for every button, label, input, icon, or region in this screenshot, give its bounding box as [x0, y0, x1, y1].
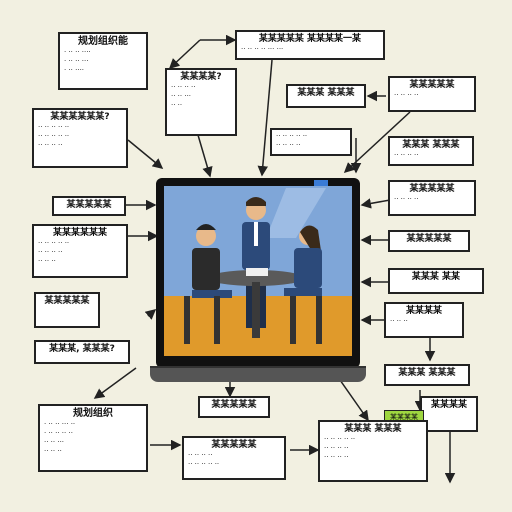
- callout-line: ·· ·· ·· ··: [188, 451, 213, 459]
- callout-box-22: 某某某某某 ·· ·· ·· ·· ·· ·· ·· ·· ··: [182, 436, 286, 480]
- callout-box-9: 某某某某某: [52, 196, 126, 216]
- callout-box-1: 规划组织能 · ·· ·· ···· · ·· ·· ··· · ·· ····: [58, 32, 148, 90]
- callout-line: ·· ··: [171, 101, 183, 109]
- callout-title: 规划组织能: [78, 36, 128, 47]
- callout-line: · ·· ·· ···: [64, 57, 89, 65]
- callout-line: ·· ·· ·· ··: [324, 453, 349, 461]
- callout-title: 某某某某某: [44, 296, 90, 306]
- callout-title: 某某某某某: [211, 440, 257, 450]
- callout-line: ·· ·· ·· ··: [394, 195, 419, 203]
- callout-box-23: 某某某 某某某 ·· ·· ·· ·· ·· ·· ·· ·· ·· ·· ··…: [318, 420, 428, 482]
- callout-box-17: 某某某, 某某某?: [34, 340, 130, 364]
- callout-line: ·· ·· ·· ··: [38, 248, 63, 256]
- callout-title: 某某某某?: [180, 72, 222, 82]
- callout-box-7: ·· ·· ·· ·· ·· ·· ·· ·· ··: [270, 128, 352, 156]
- callout-title: 某某某 某某某: [297, 88, 355, 98]
- callout-title: 某某某某某: [406, 234, 452, 244]
- callout-title: 某某某某某 某某某某一某: [258, 34, 362, 44]
- callout-box-16: 某某某 某某某: [384, 364, 470, 386]
- callout-line: ·· ·· ·· ··: [324, 444, 349, 452]
- callout-title: 某某某某某: [211, 400, 257, 410]
- callout-line: · ·· ·· ····: [64, 48, 91, 56]
- callout-line: ·· ·· ···: [44, 438, 65, 446]
- callout-title: 某某某 某某: [411, 272, 461, 282]
- callout-box-14: 某某某某某: [34, 292, 100, 328]
- callout-line: ·· ·· ·· ··: [276, 141, 301, 149]
- callout-line: · ·· ····: [64, 66, 85, 74]
- callout-line: ·· ·· ·· ·· ··: [188, 460, 220, 468]
- callout-box-8: 某某某 某某某 ·· ·· ·· ··: [388, 136, 474, 166]
- callout-box-18: 某某某某某: [198, 396, 270, 418]
- callout-box-6: 某某某某某某? ·· ·· ·· ·· ·· ·· ·· ·· ·· ·· ··…: [32, 108, 128, 168]
- callout-title: 某某某某某: [66, 200, 112, 210]
- callout-box-12: 某某某某某: [388, 230, 470, 252]
- callout-line: ·· ·· ·· ··: [394, 151, 419, 159]
- laptop-screen: [156, 178, 360, 368]
- callout-box-13: 某某某 某某: [388, 268, 484, 294]
- callout-line: ·· ·· ·· ··: [171, 83, 196, 91]
- callout-line: ·· ·· ·· ·· ··: [38, 239, 70, 247]
- callout-box-2: 某某某某某 某某某某一某 ·· ·· ·· ·· ··· ···: [235, 30, 385, 60]
- callout-box-3: 某某某某? ·· ·· ·· ·· ·· ·· ··· ·· ··: [165, 68, 237, 136]
- callout-box-5: 某某某某某 ·· ·· ·· ··: [388, 76, 476, 112]
- callout-line: ·· ·· ··: [44, 447, 62, 455]
- callout-box-20: 规划组织 · ·· ·· ··· ·· · ·· ·· ·· ·· ·· ·· …: [38, 404, 148, 472]
- callout-line: ·· ·· ··: [390, 317, 408, 325]
- callout-box-10: 某某某某某 ·· ·· ·· ··: [388, 180, 476, 216]
- callout-title: 规划组织: [73, 408, 113, 419]
- callout-title: 某某某 某某某: [398, 368, 456, 378]
- callout-box-4: 某某某 某某某: [286, 84, 366, 108]
- callout-line: ·· ·· ·· ·· ··: [324, 435, 356, 443]
- callout-line: ·· ·· ·· ·· ··: [38, 132, 70, 140]
- callout-title: 某某某某某: [409, 184, 455, 194]
- meeting-illustration: [164, 186, 352, 356]
- callout-box-15: 某某某某 ·· ·· ··: [384, 302, 464, 338]
- callout-line: ·· ·· ···: [171, 92, 192, 100]
- callout-line: ·· ·· ·· ··: [38, 141, 63, 149]
- callout-box-11: 某某某某某某 ·· ·· ·· ·· ·· ·· ·· ·· ·· ·· ·· …: [32, 224, 128, 278]
- callout-line: · ·· ·· ··· ··: [44, 420, 76, 428]
- callout-title: ·· ·· ·· ·· ··: [276, 132, 308, 140]
- callout-line: ·· ·· ··: [38, 257, 56, 265]
- callout-title: 某某某某: [405, 306, 442, 316]
- callout-box-19: 某某某某: [420, 396, 478, 432]
- callout-title: 某某某, 某某某?: [49, 344, 115, 354]
- callout-line: ·· ·· ·· ·· ··· ···: [241, 45, 284, 53]
- tag-label: 某某某某: [390, 413, 418, 421]
- laptop-indicator: [314, 180, 328, 186]
- callout-title: 某某某 某某某: [344, 424, 402, 434]
- callout-title: 某某某某: [430, 400, 467, 410]
- callout-title: 某某某 某某某: [402, 140, 460, 150]
- laptop-base: [150, 366, 366, 382]
- callout-line: ·· ·· ·· ·· ··: [38, 123, 70, 131]
- callout-line: · ·· ·· ·· ··: [44, 429, 73, 437]
- callout-title: 某某某某某某?: [50, 112, 110, 122]
- callout-line: ·· ·· ·· ··: [394, 91, 419, 99]
- callout-title: 某某某某某某: [52, 228, 107, 238]
- callout-title: 某某某某某: [409, 80, 455, 90]
